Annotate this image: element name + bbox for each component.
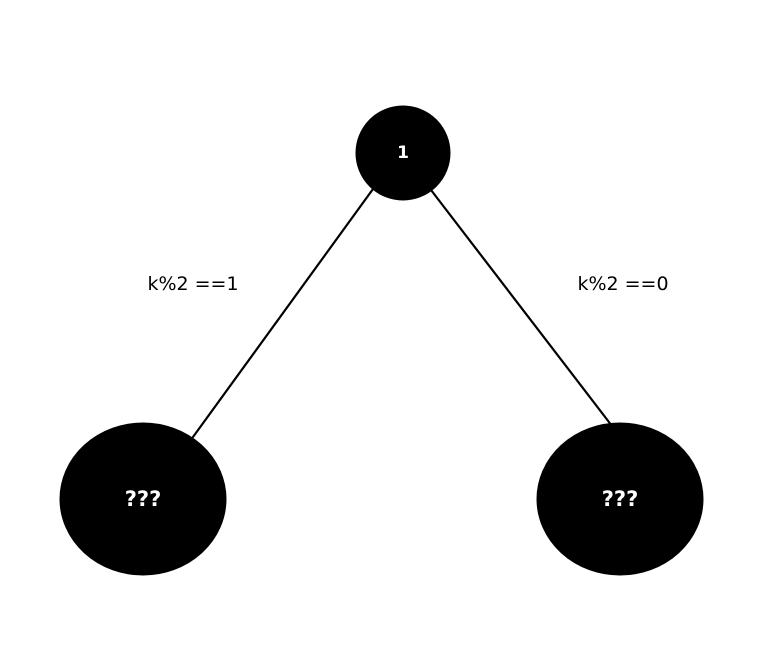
node-left-child[interactable]: ??? — [59, 422, 227, 576]
node-right-child[interactable]: ??? — [536, 422, 704, 576]
node-left-child-shape[interactable] — [59, 422, 227, 576]
edge-label-left: k%2 ==1 — [147, 273, 238, 295]
node-root-shape[interactable] — [355, 105, 451, 201]
node-group: 1 ??? ??? — [59, 105, 704, 576]
edge-root-to-left-child — [191, 187, 375, 439]
edge-root-to-right-child — [429, 188, 614, 428]
node-right-child-shape[interactable] — [536, 422, 704, 576]
node-right-child-label: ??? — [602, 487, 639, 511]
edge-label-right: k%2 ==0 — [577, 273, 668, 295]
edge-group — [191, 187, 614, 439]
node-root-label: 1 — [397, 143, 409, 163]
node-left-child-label: ??? — [125, 487, 162, 511]
node-root[interactable]: 1 — [355, 105, 451, 201]
edge-label-group: k%2 ==1 k%2 ==0 — [147, 273, 668, 295]
